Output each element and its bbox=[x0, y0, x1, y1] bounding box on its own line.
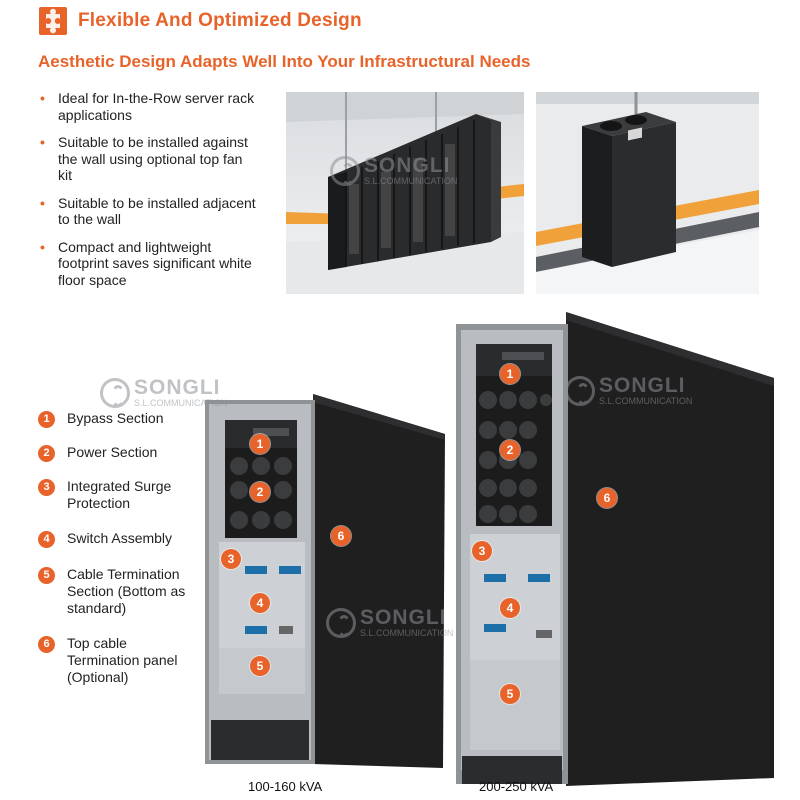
marker-badge: 5 bbox=[500, 684, 520, 704]
legend-item: 3 Integrated Surge Protection bbox=[38, 478, 188, 512]
server-row-photo bbox=[286, 92, 524, 294]
puzzle-icon bbox=[38, 6, 68, 36]
legend-number-badge: 2 bbox=[38, 445, 55, 462]
subtitle: Aesthetic Design Adapts Well Into Your I… bbox=[38, 52, 531, 71]
marker-badge: 2 bbox=[500, 440, 520, 460]
bullet-dot: • bbox=[40, 194, 45, 211]
marker-badge: 2 bbox=[250, 482, 270, 502]
header-title: Flexible And Optimized Design bbox=[78, 10, 362, 31]
legend-number-badge: 3 bbox=[38, 479, 55, 496]
ups-cabinet-large: 1 2 3 4 5 6 bbox=[456, 308, 778, 786]
feature-text: Suitable to be installed against the wal… bbox=[58, 134, 248, 183]
legend-number-badge: 6 bbox=[38, 636, 55, 653]
feature-list: • Ideal for In-the-Row server rack applic… bbox=[38, 90, 258, 299]
marker-badge: 3 bbox=[472, 541, 492, 561]
legend-item: 4 Switch Assembly bbox=[38, 530, 218, 548]
cabinet-fan-kit-photo bbox=[536, 92, 759, 294]
marker-badge: 1 bbox=[250, 434, 270, 454]
legend-number-badge: 5 bbox=[38, 567, 55, 584]
feature-item: • Suitable to be installed against the wa… bbox=[38, 134, 258, 184]
legend-label: Top cable Termination panel (Optional) bbox=[67, 635, 178, 685]
legend-label: Power Section bbox=[67, 444, 158, 460]
feature-text: Ideal for In-the-Row server rack applica… bbox=[58, 90, 255, 123]
marker-badge: 1 bbox=[500, 364, 520, 384]
feature-item: • Compact and lightweight footprint saves… bbox=[38, 239, 258, 289]
legend-label: Bypass Section bbox=[67, 410, 164, 426]
legend-item: 5 Cable Termination Section (Bottom as st… bbox=[38, 566, 208, 617]
component-legend: 1 Bypass Section 2 Power Section 3 Integrat… bbox=[38, 410, 218, 686]
marker-badge: 3 bbox=[221, 549, 241, 569]
legend-item: 2 Power Section bbox=[38, 444, 218, 462]
feature-item: • Suitable to be installed adjacent to th… bbox=[38, 195, 258, 228]
legend-item: 6 Top cable Termination panel (Optional) bbox=[38, 635, 188, 686]
caption-large-model: 200-250 kVA bbox=[479, 779, 554, 794]
watermark-logo-icon bbox=[100, 378, 130, 408]
legend-item: 1 Bypass Section bbox=[38, 410, 218, 428]
legend-number-badge: 4 bbox=[38, 531, 55, 548]
caption-small-model: 100-160 kVA bbox=[248, 779, 323, 794]
legend-label: Cable Termination Section (Bottom as sta… bbox=[67, 566, 186, 616]
header: Flexible And Optimized Design bbox=[38, 6, 362, 36]
feature-item: • Ideal for In-the-Row server rack applic… bbox=[38, 90, 258, 123]
ups-cabinet-small: 1 2 3 4 5 6 bbox=[205, 390, 450, 768]
marker-badge: 6 bbox=[331, 526, 351, 546]
marker-badge: 4 bbox=[500, 598, 520, 618]
marker-badge: 6 bbox=[597, 488, 617, 508]
bullet-dot: • bbox=[40, 238, 45, 255]
legend-number-badge: 1 bbox=[38, 411, 55, 428]
legend-label: Switch Assembly bbox=[67, 530, 173, 546]
bullet-dot: • bbox=[40, 90, 45, 106]
legend-label: Integrated Surge Protection bbox=[67, 478, 172, 511]
feature-text: Compact and lightweight footprint saves … bbox=[58, 238, 252, 288]
bullet-dot: • bbox=[40, 134, 45, 150]
feature-text: Suitable to be installed adjacent to the… bbox=[58, 194, 256, 228]
marker-badge: 5 bbox=[250, 656, 270, 676]
marker-badge: 4 bbox=[250, 593, 270, 613]
